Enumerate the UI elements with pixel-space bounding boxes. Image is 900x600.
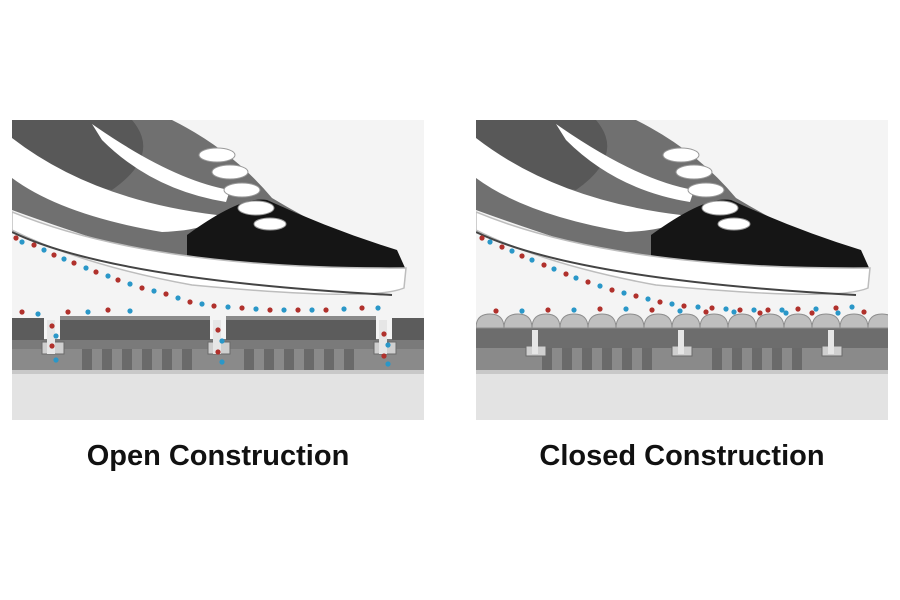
open-construction-illustration	[12, 120, 424, 420]
shoe-icon	[476, 120, 871, 296]
particle-trail	[13, 235, 391, 367]
shoe-icon	[12, 120, 407, 296]
floor-stripe	[12, 369, 424, 374]
closed-construction-illustration	[476, 120, 888, 420]
closed-construction-caption: Closed Construction	[539, 440, 825, 472]
open-construction-svg	[12, 120, 424, 420]
mat-icon	[476, 313, 888, 370]
particle-trail	[479, 235, 867, 316]
floor-stripe	[476, 369, 888, 374]
open-construction-caption: Open Construction	[86, 440, 350, 472]
floor-base	[476, 373, 888, 420]
mat-icon	[12, 316, 424, 370]
closed-construction-svg	[476, 120, 888, 420]
floor-base	[12, 373, 424, 420]
